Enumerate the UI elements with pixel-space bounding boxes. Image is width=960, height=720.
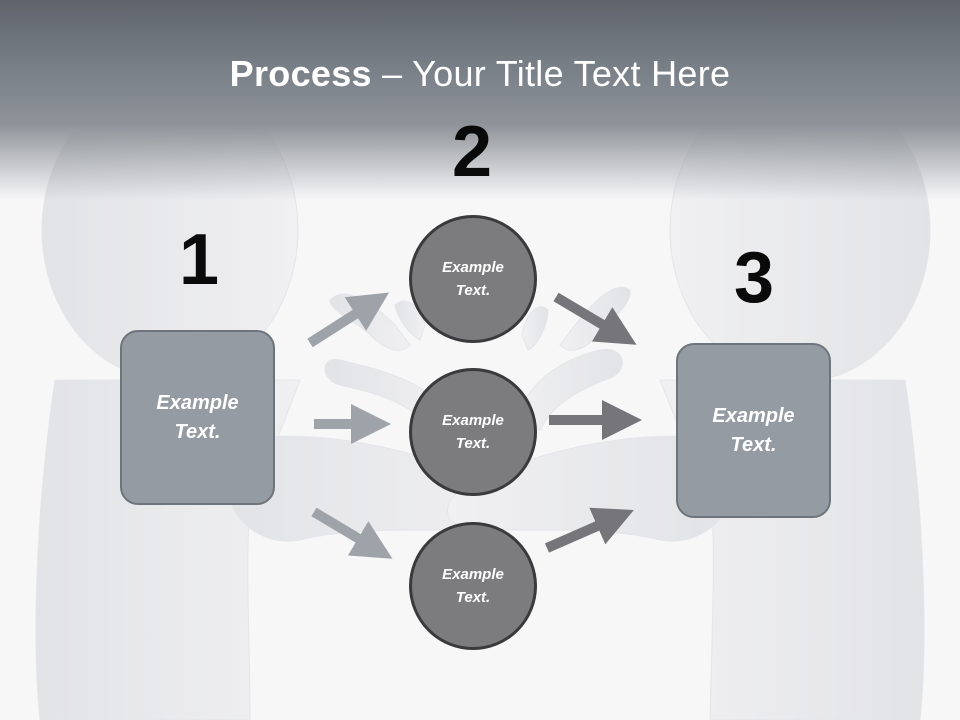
slide-title: Process – Your Title Text Here (0, 52, 960, 96)
title-rest: – Your Title Text Here (371, 53, 731, 94)
header-band (0, 0, 960, 200)
circle-middle: Example Text. (409, 368, 537, 496)
circle-top-text: Example Text. (442, 259, 504, 299)
circle-top: Example Text. (409, 215, 537, 343)
step-1-box: Example Text. (120, 330, 275, 505)
step-number-2: 2 (451, 112, 493, 192)
circle-bottom: Example Text. (409, 522, 537, 650)
arrow-circle-top-to-box3 (553, 292, 637, 345)
circle-middle-text: Example Text. (442, 412, 504, 452)
step-3-box-text: Example Text. (712, 404, 795, 456)
arrow-box1-to-circle-bottom (311, 507, 393, 559)
title-bold: Process (229, 53, 372, 94)
arrow-circle-bottom-to-box3 (544, 507, 634, 553)
circle-bottom-text: Example Text. (442, 566, 504, 606)
arrow-box1-to-circle-top (307, 292, 390, 348)
step-1-box-text: Example Text. (156, 391, 239, 443)
step-3-box: Example Text. (676, 343, 831, 518)
step-number-1: 1 (178, 220, 220, 300)
step-number-3: 3 (733, 238, 775, 318)
